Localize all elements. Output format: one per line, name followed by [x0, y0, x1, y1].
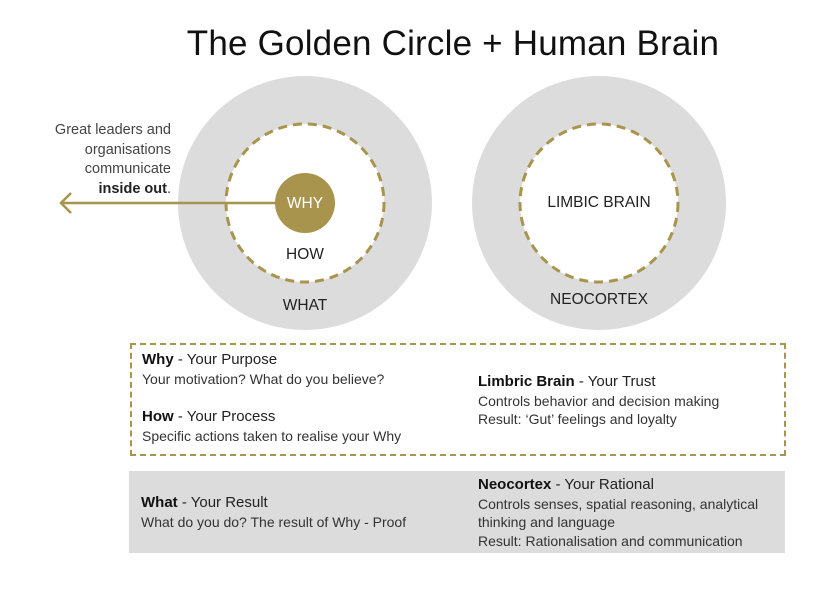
why-how-limbic-box: [130, 343, 786, 456]
arrow-head-icon: [59, 192, 72, 214]
inside-out-note: Great leaders and organisations communic…: [54, 122, 171, 197]
what-description: What - Your Result What do you do? The r…: [141, 494, 407, 530]
neocortex-description: Neocortex - Your Rational Controls sense…: [478, 476, 759, 549]
diagram-title: The Golden Circle + Human Brain: [186, 24, 720, 63]
how-description: How - Your Process Specific actions take…: [142, 408, 402, 444]
neocortex-label: NEOCORTEX: [550, 291, 648, 308]
limbic-brain-label: LIMBIC BRAIN: [547, 194, 651, 211]
limbic-description: Limbric Brain - Your Trust Controls beha…: [478, 373, 720, 427]
why-description: Why - Your Purpose Your motivation? What…: [142, 351, 385, 387]
inside-out-emphasis: inside out: [98, 180, 167, 197]
why-core-circle: [275, 173, 335, 233]
how-label: HOW: [286, 246, 324, 263]
why-label: WHY: [286, 195, 324, 212]
limbic-inner-circle: [518, 122, 680, 284]
what-neocortex-box: [129, 471, 785, 553]
what-label: WHAT: [282, 297, 328, 314]
